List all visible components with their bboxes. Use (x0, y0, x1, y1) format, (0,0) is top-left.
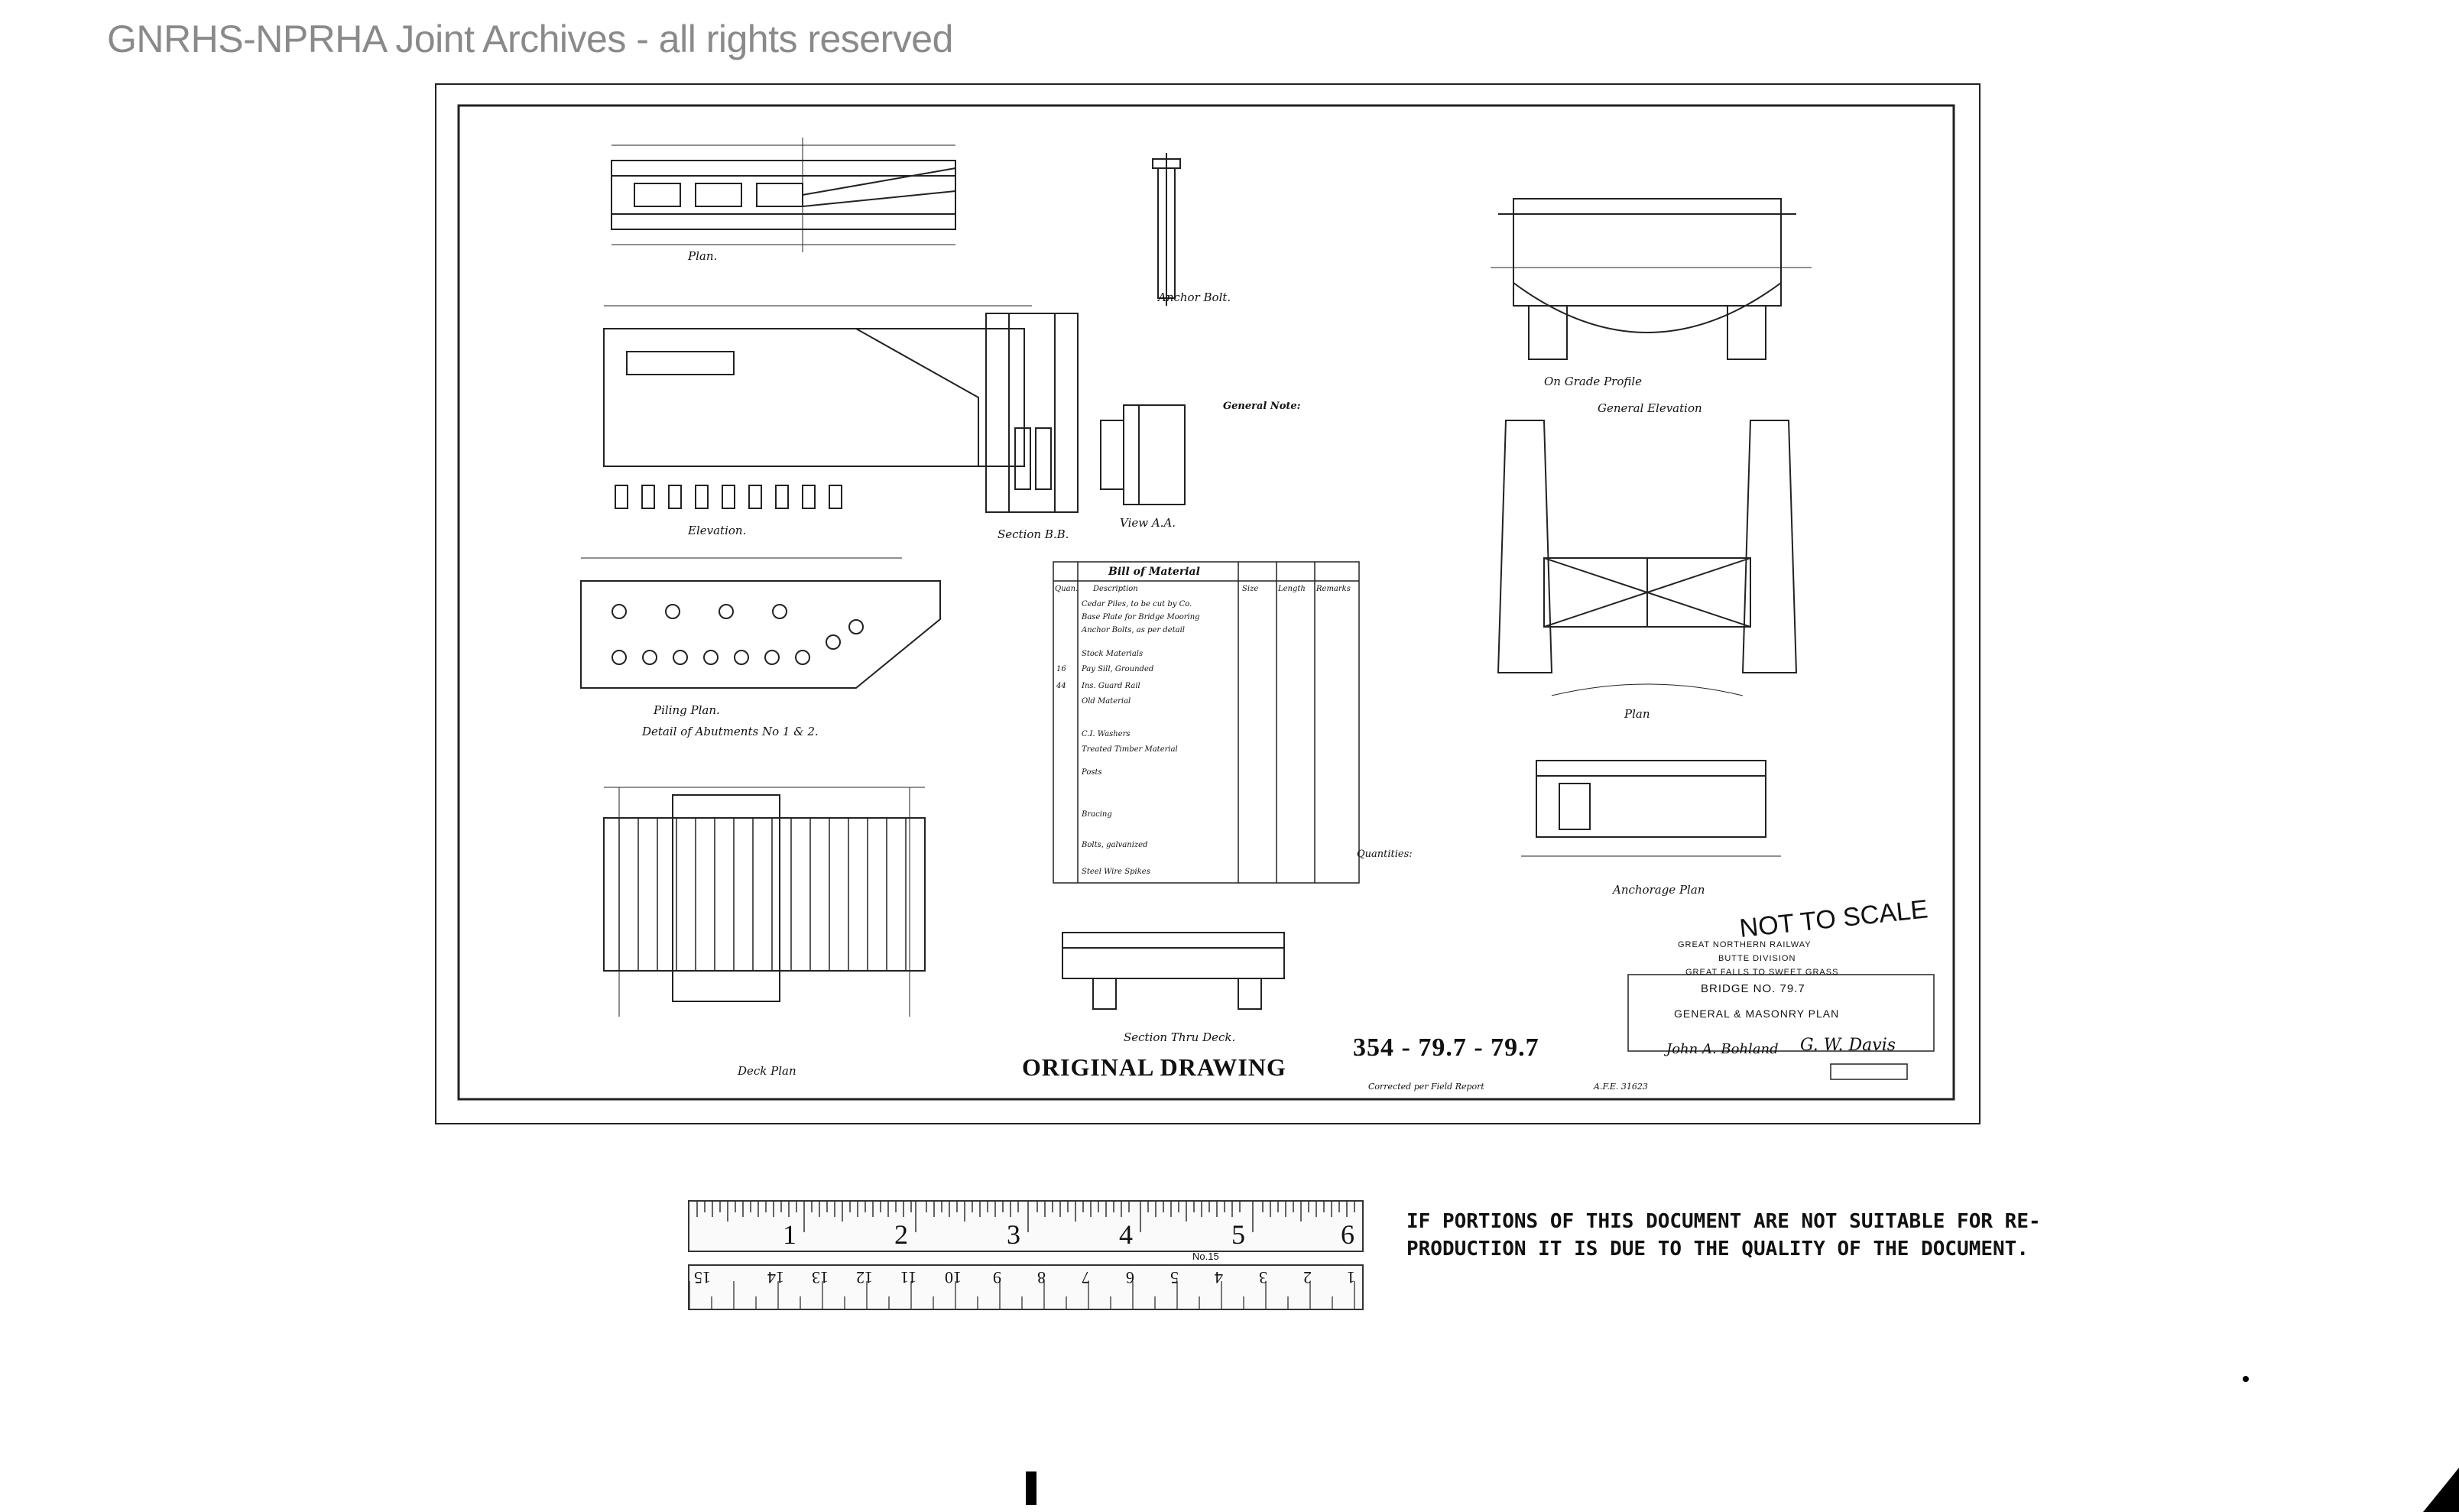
deck-plan-caption: Deck Plan (738, 1064, 796, 1078)
scan-corner-mark (2423, 1468, 2459, 1512)
bill-row-11-desc: Bracing (1082, 810, 1112, 819)
general-plan-drawing (1497, 420, 1798, 696)
bill-of-material-table (1053, 561, 1360, 884)
cm-ticks (689, 1281, 1355, 1309)
general-plan-caption: Plan (1624, 707, 1650, 721)
inch-label-1: 1 (783, 1219, 796, 1250)
cm-label-3: 3 (1259, 1268, 1267, 1287)
drawing-linework (435, 83, 1981, 1124)
cm-label-5: 5 (1170, 1268, 1179, 1287)
cm-label-2: 2 (1303, 1268, 1312, 1287)
inch-label-5: 5 (1231, 1219, 1245, 1250)
inch-label-6: 6 (1341, 1219, 1354, 1250)
bill-row-3-desc: Anchor Bolts, as per detail (1082, 626, 1186, 634)
abutment-elevation-drawing (603, 305, 1032, 509)
bill-row-9-desc: Treated Timber Material (1082, 745, 1178, 754)
anchor-bolt-caption: Anchor Bolt. (1158, 290, 1231, 304)
cm-label-13: 13 (812, 1268, 829, 1287)
measurement-ruler: 1 2 3 4 5 6 No.15 1 2 3 4 5 (688, 1200, 1364, 1315)
drawing-number: 354 - 79.7 - 79.7 (1353, 1033, 1539, 1062)
view-aa-caption: View A.A. (1120, 516, 1176, 530)
detail-abutments-caption: Detail of Abutments No 1 & 2. (642, 725, 819, 738)
cm-label-1: 1 (1347, 1268, 1355, 1287)
cm-label-11: 11 (900, 1268, 917, 1287)
section-thru-deck-caption: Section Thru Deck. (1124, 1030, 1236, 1044)
signature-1: John A. Bohland (1666, 1041, 1779, 1057)
bill-col-quan: Quan. (1055, 585, 1079, 593)
reproduction-notice: IF PORTIONS OF THIS DOCUMENT ARE NOT SUI… (1406, 1208, 2041, 1263)
title-sheet-title: GENERAL & MASONRY PLAN (1674, 1007, 1840, 1020)
bill-row-12-desc: Bolts, galvanized (1082, 841, 1148, 849)
signature-2: G. W. Davis (1800, 1036, 1896, 1055)
inch-label-4: 4 (1119, 1219, 1133, 1250)
general-elevation-caption: General Elevation (1598, 401, 1702, 415)
bill-row-2-desc: Base Plate for Bridge Mooring (1082, 613, 1200, 621)
cm-label-4: 4 (1215, 1268, 1223, 1287)
notice-line-2: PRODUCTION IT IS DUE TO THE QUALITY OF T… (1406, 1238, 2029, 1261)
view-aa-drawing (1100, 404, 1186, 505)
bill-row-6-quan: 44 (1056, 682, 1066, 690)
cm-label-7: 7 (1082, 1268, 1090, 1287)
general-elevation-drawing (1491, 198, 1812, 360)
section-thru-deck-drawing (1062, 932, 1285, 1010)
abutment-plan-drawing (611, 138, 956, 252)
section-bb-caption: Section B.B. (998, 527, 1069, 541)
afe-number: A.F.E. 31623 (1594, 1082, 1648, 1092)
on-grade-profile-caption: On Grade Profile (1544, 375, 1643, 388)
bill-row-10-desc: Posts (1082, 768, 1102, 777)
scan-speck (2243, 1376, 2249, 1382)
section-bb-drawing (985, 313, 1079, 513)
cm-label-6: 6 (1126, 1268, 1134, 1287)
inch-label-3: 3 (1007, 1219, 1020, 1250)
bill-col-description: Description (1093, 585, 1138, 593)
bill-row-8-desc: C.I. Washers (1082, 730, 1131, 738)
bill-col-size: Size (1242, 585, 1259, 593)
ruler-brand: No.15 (1192, 1251, 1219, 1262)
piling-plan-caption: Piling Plan. (654, 703, 720, 717)
engineering-drawing-sheet: Plan. Anchor Bolt. Elevation. Section B.… (428, 61, 1987, 1139)
cm-label-14: 14 (767, 1268, 784, 1287)
archive-watermark: GNRHS-NPRHA Joint Archives - all rights … (107, 18, 953, 60)
bill-row-6-desc: Ins. Guard Rail (1082, 682, 1140, 690)
cm-label-10: 10 (945, 1268, 962, 1287)
elevation-caption: Elevation. (688, 524, 747, 537)
title-railway: GREAT NORTHERN RAILWAY (1678, 940, 1812, 949)
inch-label-2: 2 (894, 1219, 908, 1250)
inch-scale: 1 2 3 4 5 6 (688, 1200, 1364, 1252)
deck-plan-drawing (603, 787, 926, 1017)
scan-mark-bottom (1026, 1471, 1036, 1505)
footnote-corrected: Corrected per Field Report (1368, 1082, 1484, 1092)
bill-row-1-desc: Cedar Piles, to be cut by Co. (1082, 600, 1192, 608)
anchor-bolt-drawing (1152, 153, 1181, 306)
title-bridge: BRIDGE NO. 79.7 (1701, 982, 1805, 995)
bill-row-5-desc: Pay Sill, Grounded (1082, 665, 1154, 673)
anchorage-plan-drawing (1521, 760, 1781, 857)
original-drawing-stamp: ORIGINAL DRAWING (1022, 1053, 1286, 1081)
cm-label-12: 12 (856, 1268, 873, 1287)
bill-row-4-desc: Stock Materials (1082, 650, 1144, 658)
bill-row-5-quan: 16 (1056, 665, 1066, 673)
quantities-title: Quantities: (1357, 848, 1413, 860)
title-block-frame (1627, 974, 1935, 1080)
bill-of-material-title: Bill of Material (1108, 566, 1200, 578)
cm-label-15: 15 (694, 1268, 711, 1287)
bill-row-7-desc: Old Material (1082, 697, 1131, 706)
bill-col-remarks: Remarks (1316, 585, 1351, 593)
title-line: GREAT FALLS TO SWEET GRASS (1685, 968, 1839, 977)
plan-caption: Plan. (688, 249, 718, 263)
inch-ticks (696, 1202, 1355, 1232)
cm-scale: 1 2 3 4 5 6 7 8 9 10 11 12 13 14 15 (688, 1264, 1364, 1310)
anchorage-plan-caption: Anchorage Plan (1613, 883, 1705, 897)
notice-line-1: IF PORTIONS OF THIS DOCUMENT ARE NOT SUI… (1406, 1210, 2041, 1233)
cm-label-8: 8 (1037, 1268, 1046, 1287)
bill-row-13-desc: Steel Wire Spikes (1082, 868, 1150, 876)
piling-plan-drawing (580, 557, 941, 689)
general-note-title: General Note: (1223, 401, 1301, 412)
cm-label-9: 9 (993, 1268, 1001, 1287)
title-division: BUTTE DIVISION (1718, 954, 1796, 963)
bill-col-length: Length (1278, 585, 1306, 593)
